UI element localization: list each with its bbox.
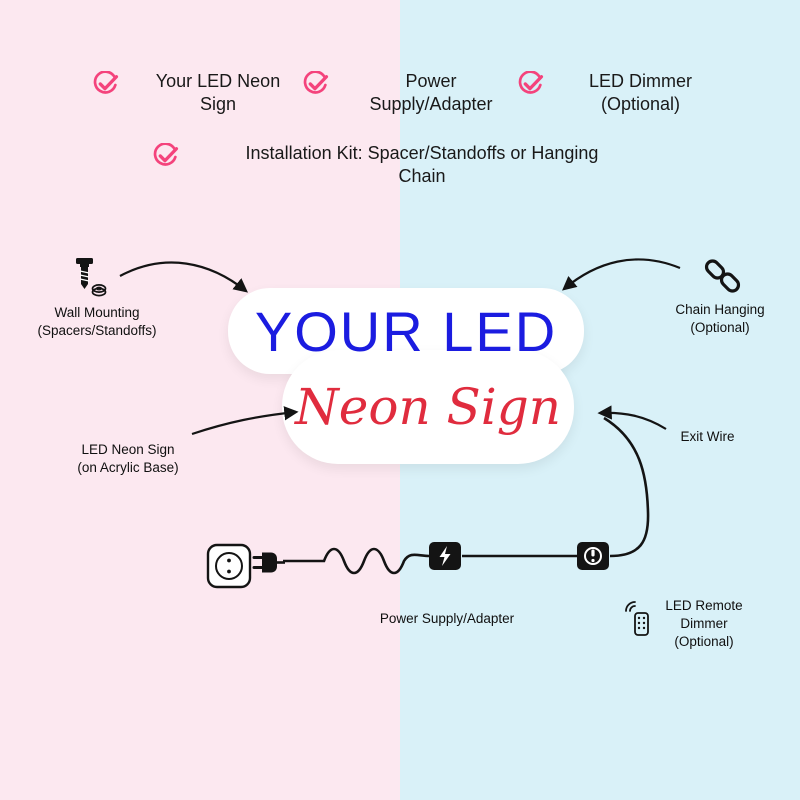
sign-title-text: YOUR LED bbox=[254, 300, 558, 363]
checklist-label-line1: LED Dimmer bbox=[588, 71, 692, 91]
remote-dimmer-label: LED Remote Dimmer (Optional) bbox=[648, 597, 760, 652]
remote-dimmer-label-line1: LED Remote bbox=[665, 598, 743, 613]
power-plug-icon bbox=[252, 548, 288, 583]
check-icon bbox=[517, 70, 544, 103]
checklist-label-line1: Installation Kit: Spacer/Standoffs or Ha… bbox=[245, 143, 599, 163]
checklist-label: LED Dimmer (Optional) bbox=[552, 70, 729, 116]
remote-control-icon bbox=[622, 600, 654, 643]
checklist-item-power-supply: Power Supply/Adapter bbox=[302, 70, 525, 116]
checklist-item-dimmer: LED Dimmer (Optional) bbox=[517, 70, 729, 116]
wall-mounting-label-line2: (Spacers/Standoffs) bbox=[37, 323, 157, 339]
dimmer-switch-icon bbox=[576, 539, 610, 578]
check-icon bbox=[152, 142, 179, 175]
checklist-item-neon-sign: Your LED Neon Sign bbox=[92, 70, 309, 116]
chain-hanging-label-line1: Chain Hanging bbox=[675, 302, 765, 317]
chain-hanging-label-line2: (Optional) bbox=[690, 320, 750, 336]
checklist-label: Your LED Neon Sign bbox=[127, 70, 309, 116]
sign-script-text: Neon Sign bbox=[295, 378, 561, 436]
checklist-label-line2: Sign bbox=[199, 94, 237, 115]
checklist-label: Installation Kit: Spacer/Standoffs or Ha… bbox=[187, 142, 657, 188]
screw-icon bbox=[72, 256, 108, 305]
wall-mounting-label-line1: Wall Mounting bbox=[54, 305, 140, 320]
remote-dimmer-label-line3: (Optional) bbox=[674, 634, 734, 650]
neon-sign-label-line1: LED Neon Sign bbox=[81, 442, 175, 457]
power-supply-label: Power Supply/Adapter bbox=[379, 611, 515, 626]
chain-icon bbox=[702, 258, 744, 301]
wall-outlet-icon bbox=[206, 543, 252, 594]
check-icon bbox=[302, 70, 329, 103]
exit-wire-label: Exit Wire bbox=[680, 429, 735, 444]
checklist-label: Power Supply/Adapter bbox=[337, 70, 525, 116]
neon-sign-label-line2: (on Acrylic Base) bbox=[77, 460, 179, 476]
acrylic-base-shape-bottom bbox=[282, 350, 574, 464]
power-adapter-icon bbox=[428, 539, 462, 578]
checklist-label-line2: Chain bbox=[398, 166, 446, 187]
check-icon bbox=[92, 70, 119, 103]
neon-sign-label: LED Neon Sign (on Acrylic Base) bbox=[38, 441, 218, 477]
wall-mounting-label: Wall Mounting (Spacers/Standoffs) bbox=[8, 304, 186, 340]
checklist-label-line2: (Optional) bbox=[600, 94, 681, 115]
checklist-label-line2: Supply/Adapter bbox=[369, 94, 493, 115]
checklist-item-installation-kit: Installation Kit: Spacer/Standoffs or Ha… bbox=[152, 142, 657, 188]
checklist-label-line1: Power bbox=[405, 71, 457, 91]
remote-dimmer-label-line2: Dimmer bbox=[680, 616, 728, 632]
checklist-label-line1: Your LED Neon bbox=[155, 71, 281, 91]
chain-hanging-label: Chain Hanging (Optional) bbox=[642, 301, 798, 337]
